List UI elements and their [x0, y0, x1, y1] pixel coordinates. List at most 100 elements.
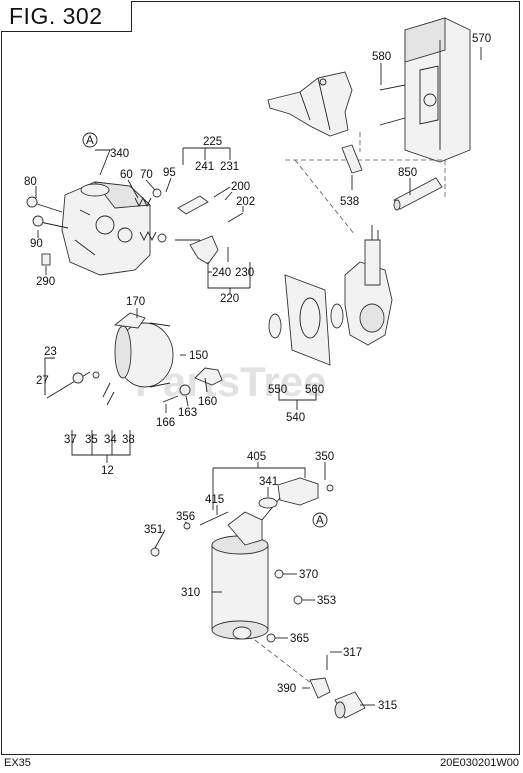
callout-220: 220: [220, 293, 239, 305]
callout-166: 166: [156, 417, 175, 429]
nut-drawing: [293, 595, 303, 605]
callout-240: 240: [212, 267, 231, 279]
callout-353: 353: [317, 595, 336, 607]
carburetor-drawing: [344, 225, 393, 346]
callout-290: 290: [36, 276, 55, 288]
callout-317: 317: [343, 647, 362, 659]
fan-cover-drawing: [113, 312, 146, 329]
callout-35: 35: [85, 434, 98, 446]
exhaust-pipe-drawing: [227, 477, 319, 546]
valve-drawing: [32, 215, 44, 227]
callout-341: 341: [259, 476, 278, 488]
guide-line: [285, 159, 446, 200]
pushrod-drawing: [227, 212, 244, 223]
callout-a-2: A: [316, 515, 324, 527]
washer-drawing: [179, 384, 191, 396]
callout-356: 356: [176, 511, 195, 523]
callout-405: 405: [247, 451, 266, 463]
callout-202: 202: [236, 196, 255, 208]
nut-drawing: [150, 547, 160, 557]
hose-drawing: [393, 177, 443, 211]
starter-pulley-drawing: [194, 367, 223, 386]
callout-150: 150: [189, 350, 208, 362]
gasket-drawing: [341, 144, 363, 174]
washer-drawing: [183, 522, 191, 530]
stud-drawing: [213, 186, 231, 198]
retainer-drawing: [157, 233, 167, 243]
figure-frame: [1, 1, 520, 755]
callout-850: 850: [398, 167, 417, 179]
gasket-drawing: [80, 183, 110, 197]
washer-drawing: [72, 372, 84, 384]
clamp-drawing: [309, 677, 331, 699]
gasket-drawing: [330, 303, 344, 329]
footer-code: 20E030201W00: [440, 757, 519, 769]
reference-circle-a: [312, 512, 328, 528]
figure-title: FIG. 302: [9, 3, 103, 29]
callout-60: 60: [120, 169, 133, 181]
callout-80: 80: [24, 176, 37, 188]
retainer-drawing: [152, 188, 162, 198]
figure-title-box: FIG. 302: [1, 1, 132, 32]
air-cleaner-case-drawing: [379, 17, 471, 163]
footer-model: EX35: [4, 757, 31, 769]
rod-drawing: [46, 371, 91, 399]
callout-350: 350: [315, 451, 334, 463]
rocker-arm-drawing: [175, 195, 219, 265]
callout-200: 200: [231, 181, 250, 193]
callout-415: 415: [205, 494, 224, 506]
callout-231: 231: [220, 161, 239, 173]
callout-34: 34: [104, 434, 117, 446]
valve-spring-drawing: [134, 196, 157, 242]
callout-70: 70: [140, 169, 153, 181]
callout-570: 570: [472, 33, 491, 45]
screw-drawing: [102, 382, 115, 406]
bracket-drawing: [267, 71, 353, 137]
spark-arrester-drawing: [334, 691, 366, 719]
callout-538: 538: [340, 196, 359, 208]
callout-95: 95: [163, 167, 176, 179]
callout-225: 225: [203, 136, 222, 148]
callout-365: 365: [290, 633, 309, 645]
callout-580: 580: [372, 51, 391, 63]
callout-38: 38: [122, 434, 135, 446]
callout-27: 27: [36, 375, 49, 387]
callout-390: 390: [277, 683, 296, 695]
callout-540: 540: [286, 412, 305, 424]
valve-drawing: [39, 221, 69, 229]
callout-315: 315: [378, 700, 397, 712]
callout-340: 340: [110, 148, 129, 160]
callout-23: 23: [44, 346, 57, 358]
gasket-drawing: [268, 313, 282, 339]
callout-170: 170: [126, 296, 145, 308]
screw-drawing: [162, 395, 179, 403]
gasket-drawing: [258, 497, 278, 509]
callout-351: 351: [144, 524, 163, 536]
valve-drawing: [33, 202, 63, 213]
plug-drawing: [41, 253, 51, 266]
callout-310: 310: [181, 587, 200, 599]
bolt-drawing: [274, 569, 284, 579]
stud-drawing: [199, 511, 229, 526]
callout-160: 160: [198, 396, 217, 408]
callout-37: 37: [64, 434, 77, 446]
muffler-drawing: [211, 535, 269, 640]
callout-90: 90: [30, 238, 43, 250]
bolt-drawing: [266, 633, 276, 643]
washer-drawing: [92, 371, 100, 379]
cooling-fan-drawing: [114, 322, 174, 388]
callout-241: 241: [195, 161, 214, 173]
callout-a-1: A: [86, 135, 94, 147]
callout-12: 12: [101, 465, 114, 477]
valve-drawing: [26, 196, 38, 208]
callout-560: 560: [305, 384, 324, 396]
insulator-plate-drawing: [284, 274, 331, 366]
reference-circle-a: [82, 132, 98, 148]
guide-line: [294, 159, 356, 236]
callout-550: 550: [268, 384, 287, 396]
leader-lines: [35, 47, 482, 706]
callout-163: 163: [178, 407, 197, 419]
callout-370: 370: [299, 569, 318, 581]
bolt-drawing: [326, 484, 334, 492]
